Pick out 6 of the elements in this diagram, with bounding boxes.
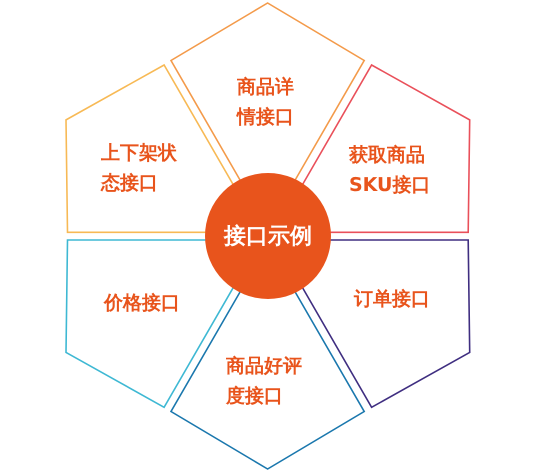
panel-label: 商品详情接口 (236, 75, 295, 130)
panel-label: 上下架状态接口 (100, 140, 178, 196)
panel-label: 价格接口 (104, 290, 181, 316)
panel-label: 订单接口 (354, 286, 431, 312)
panel-label: 商品好评度接口 (226, 354, 303, 409)
panel-label: 获取商品SKU接口 (348, 142, 432, 198)
